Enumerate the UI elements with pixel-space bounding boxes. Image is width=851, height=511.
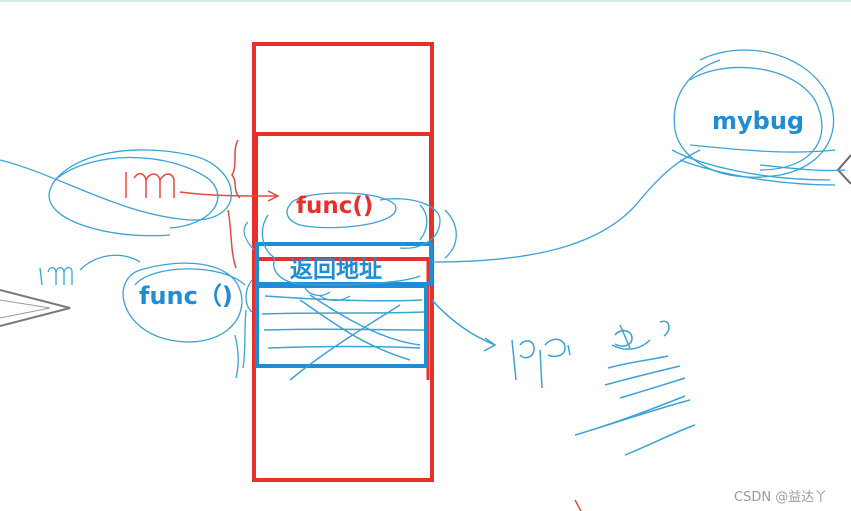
- cross-out-scribbles: [261, 294, 426, 381]
- blue-stack-side-marks: [243, 221, 255, 313]
- mybug-label: mybug: [712, 107, 805, 135]
- overwritten-region-box: [255, 284, 428, 368]
- func-label-red: func(): [296, 193, 374, 219]
- csdn-watermark: CSDN @益达丫: [734, 490, 828, 505]
- right-handwritten-notes: [511, 320, 696, 456]
- gray-pen-tip-left-inner: [0, 299, 51, 319]
- return-address-label: 返回地址: [290, 257, 382, 283]
- red-sketch-marks: [125, 139, 582, 511]
- gray-pen-tip-left: [0, 289, 71, 327]
- blue-sketch-loops: [0, 49, 846, 379]
- func-label-blue: func（): [139, 282, 233, 310]
- arrow-to-right-notes: [431, 299, 497, 352]
